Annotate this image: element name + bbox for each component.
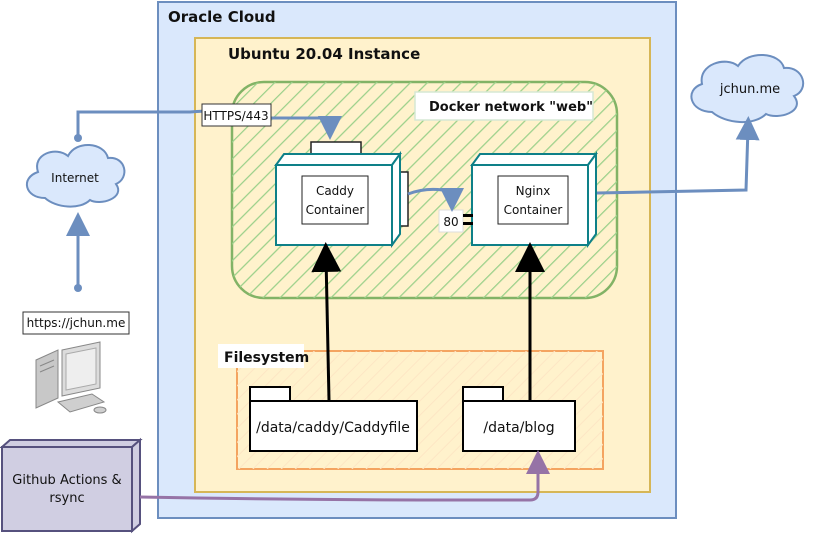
caddy-container-label-line2: Container	[306, 203, 365, 217]
nginx-container-right	[587, 150, 597, 249]
docker-network-label-bg	[414, 91, 594, 121]
docker-network-label: Docker network "web"	[429, 100, 593, 115]
nginx-container-label-line1: Nginx	[516, 184, 551, 198]
https-label: HTTPS/443	[203, 109, 268, 123]
caddy-container-right	[391, 150, 401, 249]
github-actions-top	[0, 439, 143, 448]
caddy-container-label-line1: Caddy	[316, 184, 354, 198]
caddy-container-top	[274, 153, 402, 166]
github-to-blog-link	[139, 450, 550, 502]
caddyfile-folder-tab	[249, 386, 291, 402]
port-80-bar-bottom	[463, 222, 473, 225]
internet-cloud	[26, 144, 126, 208]
caddyfile-label: /data/caddy/Caddyfile	[256, 420, 410, 436]
caddy-to-nginx-arrow	[407, 187, 464, 212]
computer-icon	[35, 341, 107, 414]
ubuntu-instance-label: Ubuntu 20.04 Instance	[228, 45, 420, 63]
url-label-bg	[22, 311, 130, 335]
blog-folder-tab	[462, 386, 504, 402]
nginx-container-label-line2: Container	[504, 203, 563, 217]
github-actions-label-line2: rsync	[49, 491, 84, 506]
blog-label: /data/blog	[483, 420, 554, 436]
caddyfile-folder	[249, 400, 418, 452]
port-80-bar-top	[463, 214, 473, 217]
nginx-container-top	[470, 153, 598, 166]
port-80-label: 80	[443, 215, 458, 229]
internet-link-endpoint	[74, 134, 82, 142]
filesystem-label: Filesystem	[224, 350, 309, 366]
https-label-bg	[201, 103, 272, 127]
nginx-to-jchun-link	[596, 116, 760, 195]
blog-folder	[462, 400, 576, 452]
github-actions-label-line1: Github Actions &	[12, 473, 121, 488]
url-label: https://jchun.me	[27, 316, 126, 330]
github-actions-box	[1, 446, 133, 532]
github-actions-right	[131, 437, 141, 534]
jchun-label: jchun.me	[719, 82, 780, 97]
computer-link-endpoint	[74, 284, 82, 292]
caddyfile-mount-arrow	[311, 242, 342, 401]
caddy-container-inner	[301, 175, 369, 225]
jchun-cloud	[690, 53, 805, 123]
caddy-container-tab	[310, 141, 362, 155]
oracle-cloud-label: Oracle Cloud	[168, 8, 276, 26]
internet-label: Internet	[51, 171, 99, 185]
filesystem-label-bg	[218, 344, 304, 368]
nginx-container-inner	[497, 175, 569, 225]
